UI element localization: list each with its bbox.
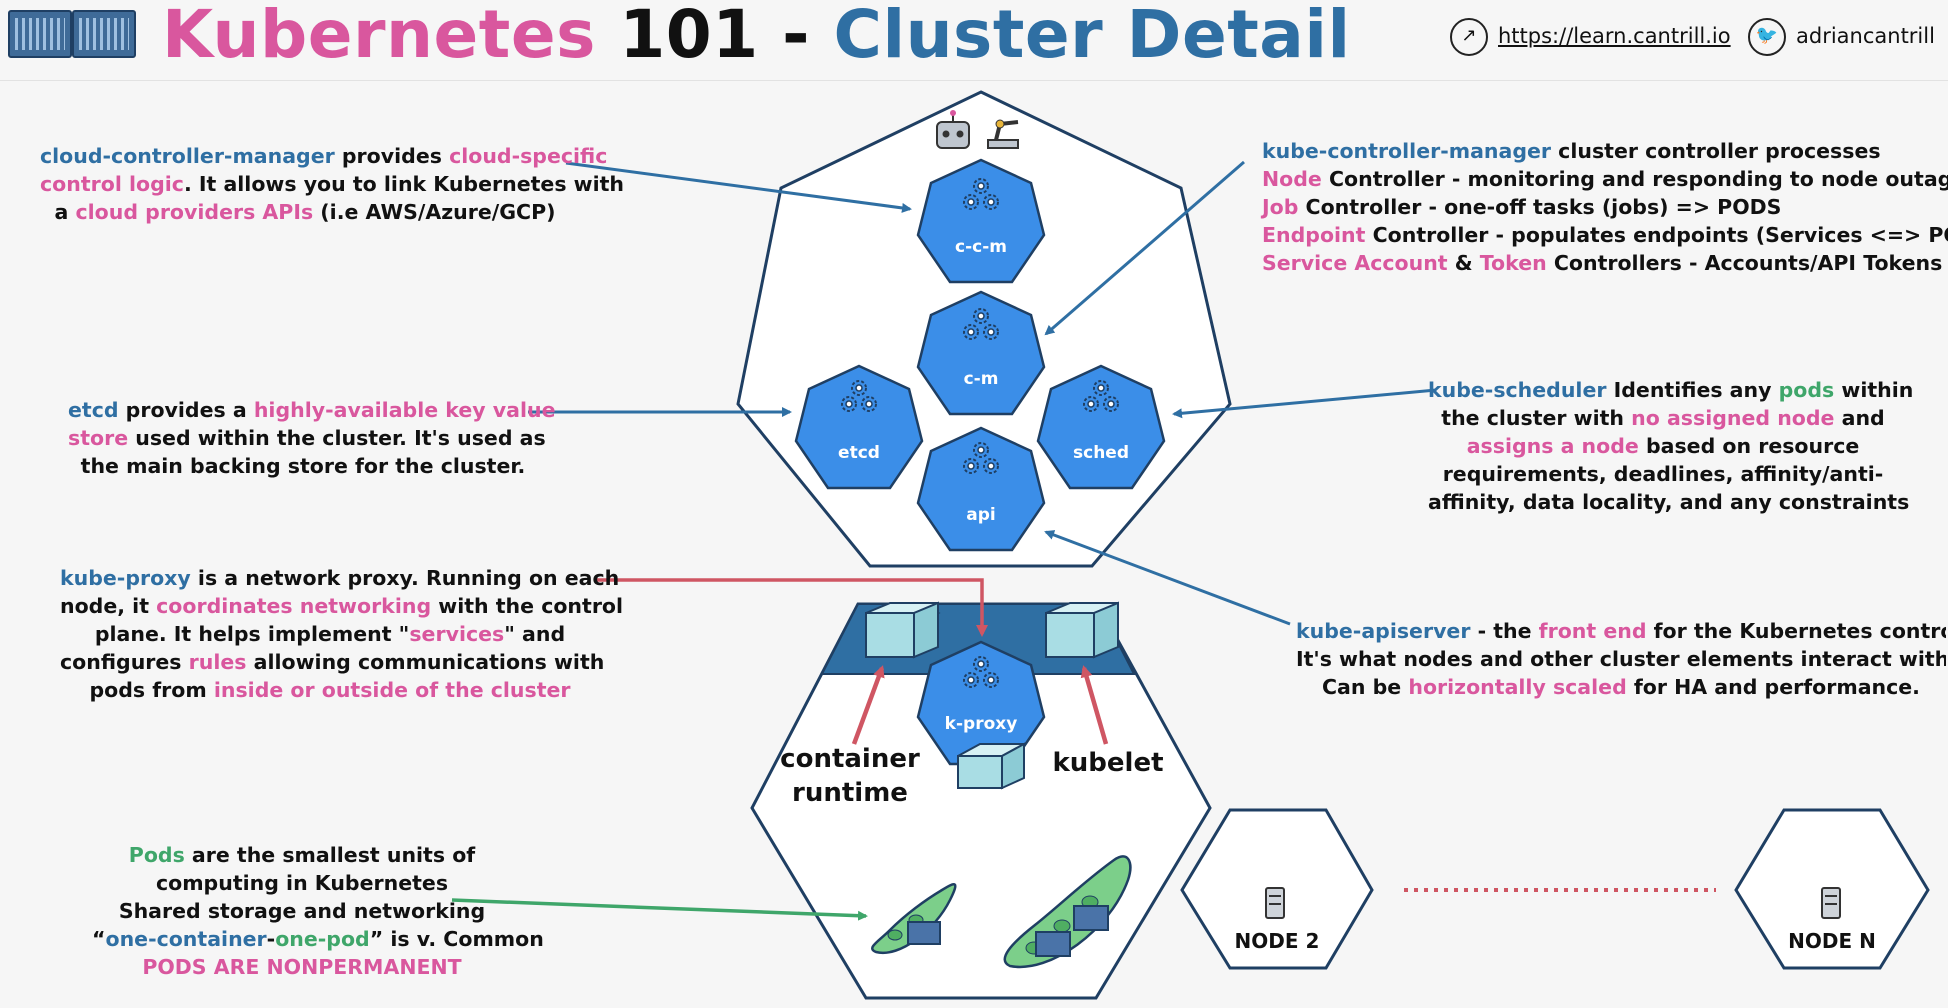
node-n[interactable]: NODE N [1734, 808, 1930, 970]
robot-icon [936, 110, 970, 149]
arrow-pods [451, 898, 868, 921]
kubelet-label: kubelet [1052, 748, 1163, 778]
node-2[interactable]: NODE 2 [1180, 808, 1374, 970]
twitter-bird-icon: 🐦 [1748, 18, 1786, 56]
twitter-link[interactable]: 🐦adriancantrill [1748, 18, 1935, 56]
c-c-m-label: c-c-m [955, 237, 1007, 257]
etcd-component[interactable]: etcd [794, 364, 924, 490]
node-2-label: NODE 2 [1235, 929, 1320, 953]
api-label: api [966, 505, 995, 525]
api-note: kube-apiserver - the front end for the K… [1296, 619, 1946, 699]
c-m-component[interactable]: c-m [916, 290, 1046, 416]
sched-note: kube-scheduler Identifies any pods withi… [1428, 378, 1914, 514]
arrow-proxy [596, 578, 988, 637]
api-component[interactable]: api [916, 426, 1046, 552]
ccm-note: cloud-controller-manager provides cloud-… [40, 144, 625, 224]
proxy-note: kube-proxy is a network proxy. Running o… [60, 566, 624, 702]
container-cube-right [1045, 601, 1119, 659]
logo-icon [8, 10, 72, 58]
website-link[interactable]: ↗https://learn.cantrill.io [1450, 18, 1731, 56]
arrow-api [1044, 530, 1291, 626]
server-icon [1265, 887, 1285, 919]
arrow-ccm [565, 161, 912, 213]
c-c-m-component[interactable]: c-c-m [916, 158, 1046, 284]
page-title: Kubernetes 101 - Cluster Detail [162, 0, 1351, 73]
etcd-label: etcd [838, 443, 880, 463]
k-proxy-component[interactable]: k-proxy [916, 640, 1046, 766]
sched-component[interactable]: sched [1036, 364, 1166, 490]
container-runtime-label: runtime [792, 778, 908, 808]
compass-icon: ↗ [1450, 18, 1488, 56]
kcm-note: kube-controller-manager cluster controll… [1262, 139, 1948, 275]
container-cube-left [865, 601, 941, 659]
arrow-sched [1172, 388, 1437, 419]
server-icon [1821, 887, 1841, 919]
sched-label: sched [1073, 443, 1129, 463]
arrow-kcm [1044, 160, 1245, 336]
pod-icon-large [1003, 855, 1132, 969]
c-m-label: c-m [964, 369, 999, 389]
arrow-kubelet [1080, 665, 1109, 745]
arrow-runtime [851, 665, 885, 745]
node-n-label: NODE N [1788, 929, 1876, 953]
container-cube-bottom [957, 742, 1025, 790]
k-proxy-label: k-proxy [945, 714, 1018, 734]
pod-icon-small [871, 883, 957, 955]
etcd-note: etcd provides a highly-available key val… [68, 398, 556, 478]
container-runtime-label: container [780, 744, 920, 774]
pods-note: Pods are the smallest units of computing… [92, 843, 544, 979]
robot-arm-icon [987, 119, 1019, 149]
logo-icon [72, 10, 136, 58]
page-header: Kubernetes 101 - Cluster Detail ↗https:/… [0, 0, 1948, 81]
